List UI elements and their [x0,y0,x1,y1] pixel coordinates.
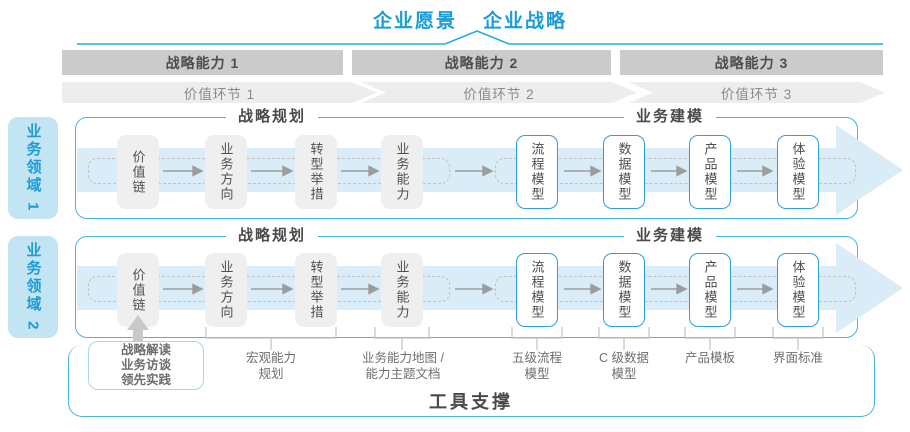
value-link-chevron-2: 价值环节 2 [361,82,637,103]
domain-1-tab: 业务领域 1 [8,117,58,219]
domain-1-strategic-planning-header: 战略规划 [225,107,319,127]
d2-product-model-box: 产品模型 [689,253,731,327]
strategic-capability-bar-3: 战略能力 3 [620,50,883,75]
d1-process-model-box: 流程模型 [516,135,558,209]
domain-2-business-modeling-header: 业务建模 [623,226,717,246]
d2-data-model-box: 数据模型 [603,253,645,327]
tool-support-container [68,345,875,417]
d2-value-chain-box: 价值链 [117,253,159,327]
d1-product-model-box: 产品模型 [689,135,731,209]
d1-transformation-initiatives-box: 转型举措 [295,135,337,209]
enterprise-vision-label: 企业愿景 [372,11,457,32]
practice-line-1: 战略解读 [120,343,171,357]
d2-process-model-box: 流程模型 [516,253,558,327]
d2-business-capability-box: 业务能力 [381,253,423,327]
domain-2-tab-label: 业务领域 2 [24,241,42,333]
d1-business-direction-box: 业务方向 [205,135,247,209]
enterprise-strategy-label: 企业战略 [483,11,568,32]
product-template-label: 产品模板 [684,351,736,365]
value-link-3-label: 价值环节 3 [720,86,793,102]
domain-1-tab-label: 业务领域 1 [24,122,42,214]
domain-2-strategic-planning-header: 战略规划 [225,226,319,246]
value-link-chevron-3: 价值环节 3 [628,82,885,103]
d1-data-model-box: 数据模型 [603,135,645,209]
practice-line-3: 领先实践 [120,373,171,387]
domain-1-business-modeling-header: 业务建模 [623,107,717,127]
d1-experience-model-box: 体验模型 [777,135,819,209]
practice-line-2: 业务访谈 [120,358,171,372]
strategic-capability-3-label: 战略能力 3 [714,54,789,71]
value-link-chevron-1: 价值环节 1 [62,82,377,103]
strategic-capability-1-label: 战略能力 1 [165,54,240,71]
ui-standard-label: 界面标准 [772,351,824,365]
strategic-capability-bar-1: 战略能力 1 [62,50,343,75]
practice-methods-box: 战略解读 业务访谈 领先实践 [88,341,204,390]
domain-2-tab: 业务领域 2 [8,236,58,338]
macro-capability-planning-label: 宏观能力 规划 [245,351,297,381]
d1-business-capability-box: 业务能力 [381,135,423,209]
value-link-2-label: 价值环节 2 [463,86,535,102]
five-level-process-model-label: 五级流程 模型 [511,351,563,381]
tool-support-label: 工具支撑 [429,392,513,412]
page-title: 企业愿景 企业战略 [373,6,567,33]
d2-transformation-initiatives-box: 转型举措 [295,253,337,327]
d1-value-chain-box: 价值链 [117,135,159,209]
d2-experience-model-box: 体验模型 [777,253,819,327]
strategic-capability-bar-2: 战略能力 2 [352,50,611,75]
d2-business-direction-box: 业务方向 [205,253,247,327]
strategic-capability-2-label: 战略能力 2 [444,54,519,71]
value-link-1-label: 价值环节 1 [183,86,256,102]
c-level-data-model-label: C 级数据 模型 [598,351,650,381]
capability-map-label: 业务能力地图 / 能力主题文档 [362,351,444,381]
